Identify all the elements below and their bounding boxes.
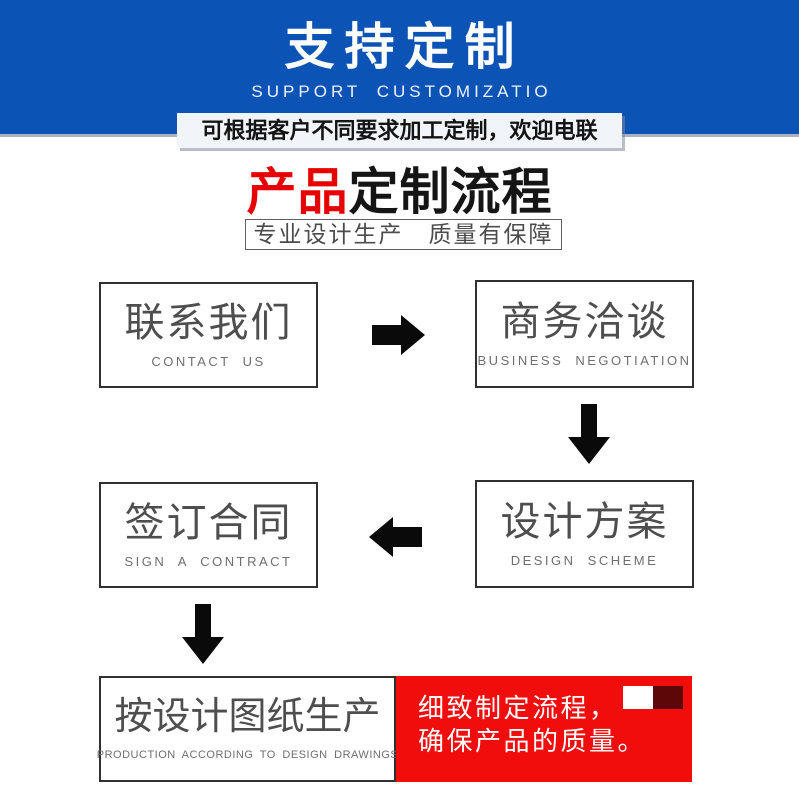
- flow-step-label-zh: 联系我们: [124, 301, 293, 345]
- section-title-rest: 定制流程: [348, 164, 553, 220]
- flow-step-business-negotiation: 商务洽谈 BUSINESS NEGOTIATION: [475, 280, 694, 388]
- arrow-right-icon: [372, 315, 425, 355]
- banner-title: 支持定制: [284, 19, 525, 75]
- section-title: 产品定制流程: [0, 152, 799, 224]
- callout-line-1: 细致制定流程，: [418, 693, 618, 723]
- flow-step-label-zh: 设计方案: [500, 500, 669, 544]
- decor-square-white: [623, 686, 653, 709]
- flow-step-label-zh: 按设计图纸生产: [114, 696, 381, 739]
- flow-step-label-zh: 签订合同: [124, 501, 293, 545]
- decor-square-dark: [653, 686, 683, 709]
- arrow-down-icon: [568, 404, 610, 464]
- flow-step-production: 按设计图纸生产 PRODUCTION ACCORDING TO DESIGN D…: [96, 676, 399, 782]
- flow-step-label-en: BUSINESS NEGOTIATION: [477, 353, 692, 368]
- flow-step-contact-us: 联系我们 CONTACT US: [99, 282, 318, 388]
- banner: 支持定制 SUPPORT CUSTOMIZATIO 可根据客户不同要求加工定制，…: [0, 0, 799, 148]
- arrow-down-icon: [182, 604, 224, 664]
- tagline-box: 专业设计生产 质量有保障: [245, 219, 562, 250]
- quality-callout: 细致制定流程， 确保产品的质量。: [396, 676, 692, 782]
- flow-step-sign-contract: 签订合同 SIGN A CONTRACT: [99, 482, 318, 588]
- arrow-left-icon: [369, 517, 422, 557]
- banner-note: 可根据客户不同要求加工定制，欢迎电联: [177, 113, 622, 148]
- flow-step-label-en: DESIGN SCHEME: [510, 553, 659, 568]
- callout-line-2: 确保产品的质量。: [418, 726, 647, 756]
- flow-step-label-en: PRODUCTION ACCORDING TO DESIGN DRAWINGS: [96, 748, 399, 761]
- flow-step-label-zh: 商务洽谈: [500, 300, 669, 344]
- flow-step-label-en: CONTACT US: [151, 354, 266, 369]
- flow-step-label-en: SIGN A CONTRACT: [124, 554, 293, 569]
- section-title-highlight: 产品: [246, 164, 349, 220]
- banner-subtitle: SUPPORT CUSTOMIZATIO: [251, 82, 552, 101]
- flow-step-design-scheme: 设计方案 DESIGN SCHEME: [475, 480, 694, 588]
